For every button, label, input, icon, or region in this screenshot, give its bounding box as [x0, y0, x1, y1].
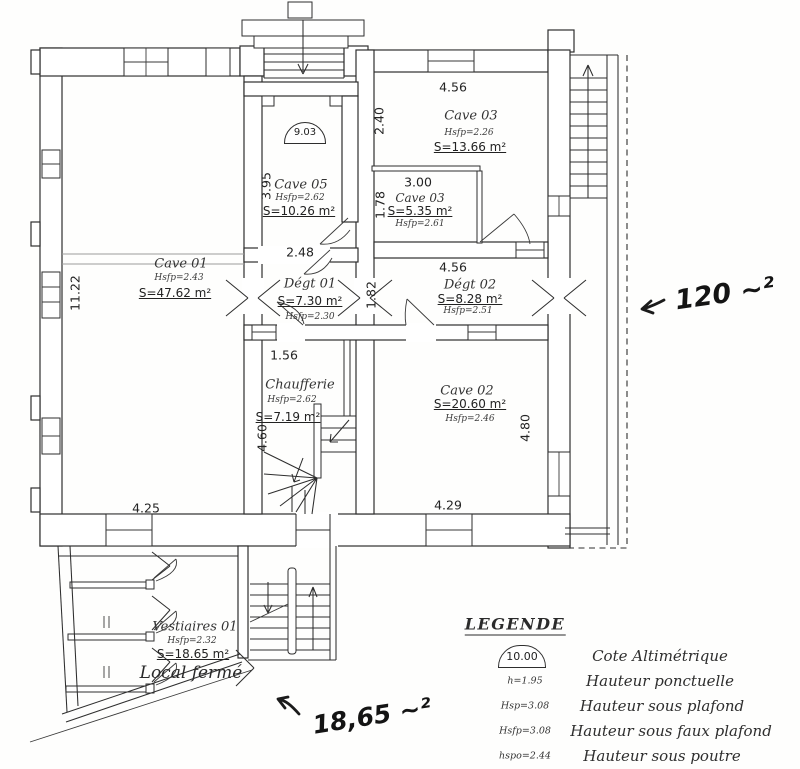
dim-cave03a-left: 2.40 [371, 107, 387, 135]
dim-degt02-top: 4.56 [439, 259, 467, 275]
legend-hsp-label: Hauteur sous plafond [579, 697, 745, 715]
dim-cave03b-left: 1.78 [372, 191, 388, 219]
cave03a-area: S=13.66 m² [433, 140, 507, 154]
vestiaires-area: S=18.65 m² [156, 647, 230, 661]
degt01-area: S=7.30 m² [277, 294, 343, 308]
legend-cote-label: Cote Altimétrique [592, 647, 728, 665]
cave03b-name: Cave 03 [395, 191, 445, 205]
cave05-name: Cave 05 [274, 177, 328, 193]
degt01-height: Hsfp=2.30 [285, 312, 335, 322]
door-symbols [103, 213, 531, 686]
local-ferme-label: Local fermé [139, 663, 243, 683]
annex-walls [29, 545, 253, 743]
cave01-area: S=47.62 m² [138, 286, 212, 300]
dim-cave02-right: 4.80 [517, 414, 533, 442]
arrow-down-icon [297, 20, 309, 75]
hand-arrow-up-icon [276, 695, 301, 716]
dim-cave03b-top: 3.00 [404, 174, 432, 190]
legend-title: LEGENDE [464, 614, 566, 636]
cave01-height: Hsfp=2.43 [154, 273, 204, 283]
beam-lines [62, 253, 244, 265]
chaufferie-name: Chaufferie [265, 377, 335, 393]
cave03b-height: Hsfp=2.61 [395, 219, 445, 229]
arrow-down-icon [263, 582, 273, 614]
legend-hsfp-label: Hauteur sous faux plafond [570, 722, 772, 740]
legend-h-label: Hauteur ponctuelle [586, 672, 734, 690]
exterior-stair [565, 54, 619, 545]
arrow-up-icon [582, 64, 594, 198]
cave05-height: Hsfp=2.62 [275, 193, 325, 203]
chaufferie-height: Hsfp=2.62 [267, 395, 317, 405]
window-symbols [41, 47, 571, 547]
cave05-area: S=10.26 m² [262, 204, 336, 218]
cave02-height: Hsfp=2.46 [445, 414, 495, 424]
cave03b-area: S=5.35 m² [387, 204, 453, 218]
legend-hsfp-symbol: Hsfp=3.08 [499, 725, 551, 737]
cave02-name: Cave 02 [440, 383, 494, 399]
legend-hsp-symbol: Hsp=3.08 [500, 700, 550, 712]
degt01-name: Dégt 01 [283, 276, 337, 292]
dim-cave01-bottom: 4.25 [132, 500, 160, 516]
cave03a-height: Hsfp=2.26 [444, 128, 494, 138]
interior-stair [263, 403, 356, 515]
dim-chaufferie-left: 4.60 [254, 424, 270, 452]
hand-arrow-left-icon [640, 298, 666, 315]
dim-cave02-bottom: 4.29 [434, 497, 462, 513]
opening-chevrons [151, 279, 587, 687]
cave01-name: Cave 01 [154, 256, 208, 272]
vestiaires-height: Hsfp=2.32 [167, 636, 217, 646]
dim-degt01-right: 1.82 [363, 281, 379, 309]
wall-openings [242, 246, 572, 548]
dim-cave01-left: 11.22 [67, 275, 83, 311]
degt02-area: S=8.28 m² [437, 292, 503, 306]
handwritten-arrows [276, 298, 666, 716]
degt02-name: Dégt 02 [443, 277, 497, 293]
dim-cave05-opening: 2.48 [286, 244, 314, 260]
dim-chaufferie-top: 1.56 [270, 347, 298, 363]
degt02-height: Hsfp=2.51 [443, 306, 493, 316]
dim-cave05-left: 3.95 [258, 172, 274, 200]
legend-hspo-label: Hauteur sous poutre [583, 747, 741, 765]
cave03a-name: Cave 03 [444, 108, 498, 124]
arrow-up-icon [308, 586, 318, 650]
chaufferie-area: S=7.19 m² [255, 410, 321, 424]
annex-stair [248, 514, 337, 661]
vestiaires-name: Vestiaires 01 [152, 619, 238, 635]
legend-hspo-symbol: hspo=2.44 [499, 750, 551, 762]
property-line-dashed [558, 55, 628, 549]
legend-cote-symbol: 10.00 [498, 645, 546, 668]
dim-cave03a-top: 4.56 [439, 79, 467, 95]
legend-h-symbol: h=1.95 [507, 675, 543, 687]
entrance-stair [241, 1, 365, 79]
cave02-area: S=20.60 m² [433, 397, 507, 411]
